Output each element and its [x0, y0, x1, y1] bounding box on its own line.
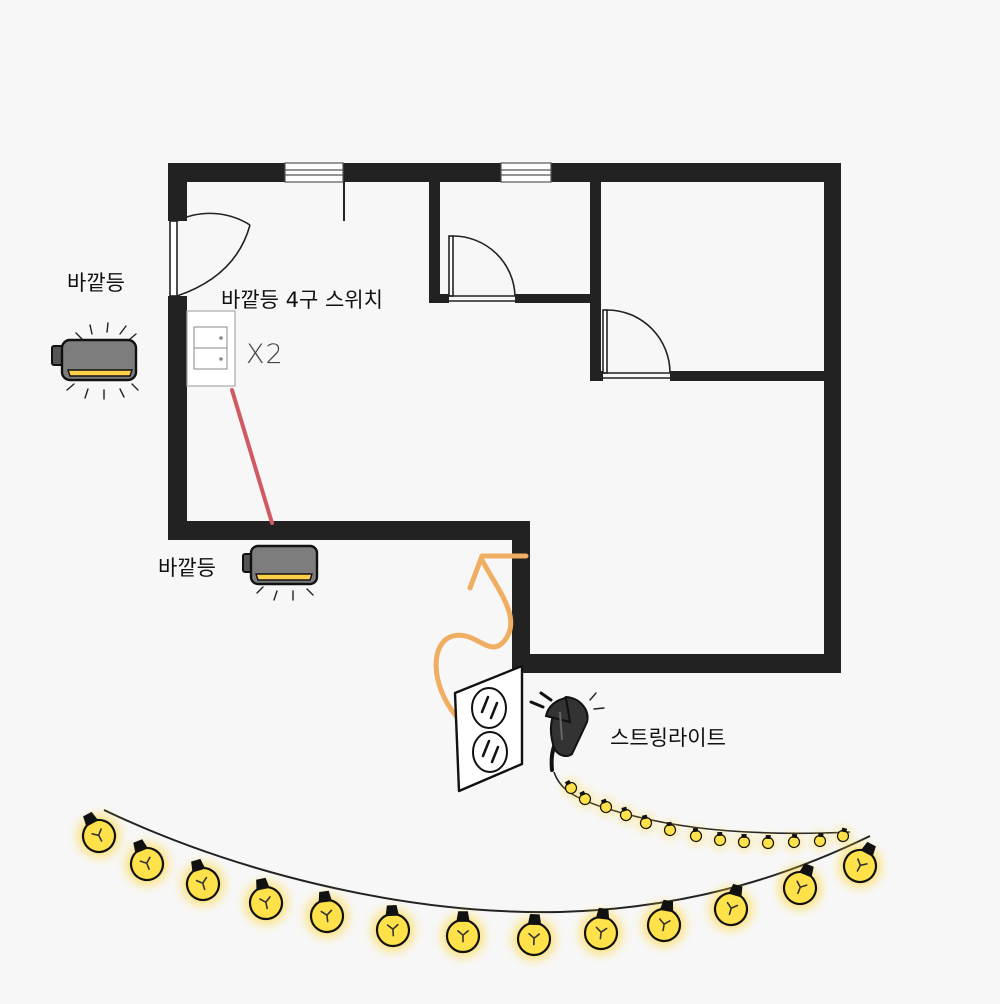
light-bulb-icon	[181, 858, 225, 906]
wall-left-upper	[168, 163, 187, 221]
outdoor-light-left-label: 바깥등	[67, 271, 125, 295]
light-bulb-icon	[441, 911, 485, 958]
light-bulb-icon	[244, 877, 288, 925]
window-1	[284, 162, 344, 183]
door-room1	[448, 235, 516, 302]
door-entrance	[169, 212, 251, 297]
light-bulb-icon	[512, 914, 556, 961]
wall-right	[824, 163, 841, 673]
light-bulb-icon	[642, 899, 686, 947]
cable-route-arrow	[433, 553, 529, 719]
light-bulb-icon	[786, 833, 802, 850]
light-bulb-icon	[598, 798, 614, 815]
light-bulb-icon	[688, 827, 704, 844]
switch-label: 바깥등 4구 스위치	[221, 288, 383, 312]
light-bulb-icon	[812, 832, 828, 849]
light-bulb-icon	[662, 821, 678, 838]
light-bulb-icon	[835, 827, 851, 844]
walls	[168, 163, 841, 673]
wall-divider	[590, 182, 601, 381]
light-bulb-icon	[709, 883, 753, 931]
light-bulb-icon	[712, 831, 728, 848]
light-bulb-icon	[638, 814, 654, 831]
light-bulb-icon	[618, 806, 634, 823]
string-light-bulbs-small	[563, 779, 851, 851]
light-bulb-icon	[579, 907, 623, 955]
light-bulb-icon	[838, 841, 882, 888]
window-2	[500, 162, 552, 183]
wall-top-1	[168, 163, 285, 182]
wall-lamp-icon	[51, 322, 139, 400]
wall-left-lower	[168, 296, 187, 540]
string-light-label: 스트링라이트	[610, 726, 726, 750]
wall-lamp-icon	[242, 544, 319, 601]
light-bulb-icon	[371, 904, 415, 952]
light-bulb-icon	[305, 890, 349, 938]
string-light-bulbs-large	[77, 811, 882, 961]
power-plug-icon	[529, 691, 605, 772]
wall-bottom-right	[512, 654, 841, 673]
wall-room2-bottom-b	[670, 371, 826, 381]
wall-bottom-left	[168, 521, 530, 540]
wall-room2-bottom	[590, 371, 603, 381]
wall-room1-bottom	[429, 294, 449, 303]
wall-room1-bottom-b	[515, 294, 599, 303]
outdoor-light-bottom-label: 바깥등	[158, 556, 216, 580]
door-room2	[602, 309, 671, 379]
wall-top-3	[551, 163, 841, 182]
light-bulb-icon	[125, 839, 169, 886]
light-bulb-icon	[563, 779, 579, 796]
power-outlet-icon	[453, 664, 524, 793]
wall-step-vertical	[512, 521, 530, 672]
light-bulb-icon	[778, 863, 822, 910]
light-bulb-icon	[736, 834, 752, 850]
string-light-wire-small	[553, 771, 851, 835]
wall-top-2	[343, 163, 501, 182]
wall-room1-left	[429, 182, 440, 303]
light-bulb-icon	[760, 834, 776, 851]
wire-line	[230, 388, 274, 525]
switch-multiplier-label: X2	[246, 339, 284, 370]
switch-panel	[186, 310, 236, 387]
light-bulb-icon	[77, 811, 121, 858]
light-bulb-icon	[577, 790, 593, 807]
